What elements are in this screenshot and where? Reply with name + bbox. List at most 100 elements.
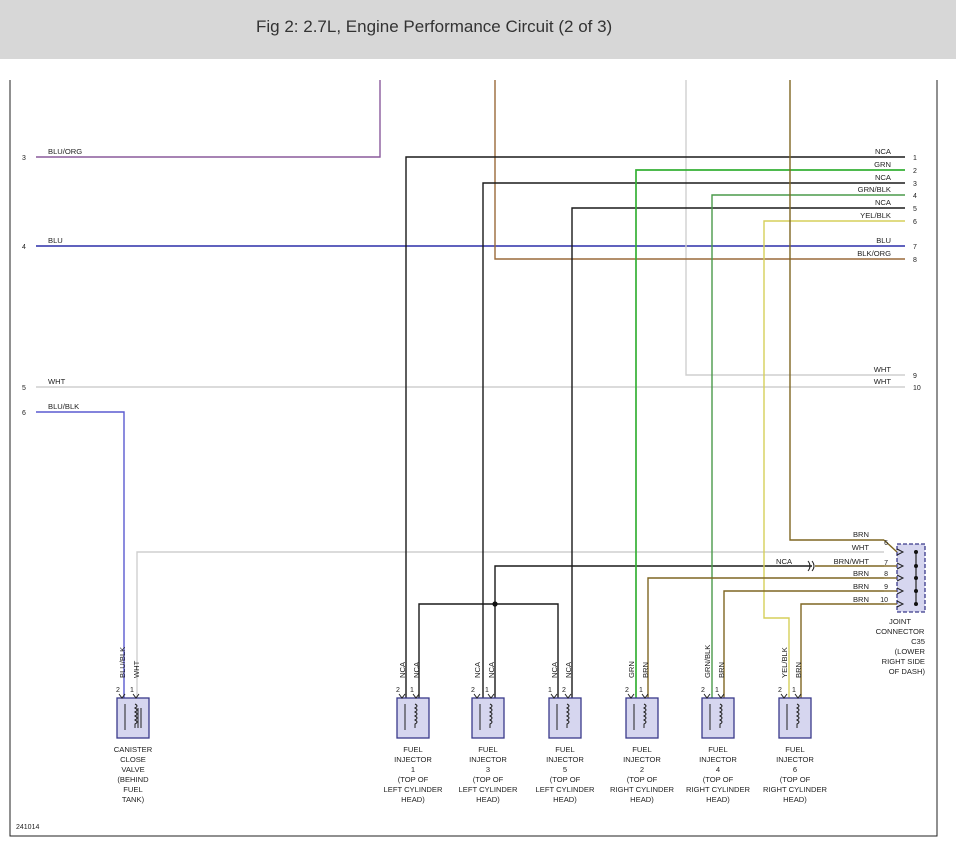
component-pin-chevron — [627, 693, 635, 699]
joint-node — [914, 550, 918, 554]
component-caption-line: LEFT CYLINDER — [536, 785, 595, 794]
component-pin-number: 2 — [778, 687, 782, 694]
wire-brn-10 — [800, 603, 884, 698]
component-wire-label: WHT — [132, 660, 141, 678]
component-wire-label: BRN — [641, 662, 650, 678]
component-wire-label: BRN — [717, 662, 726, 678]
joint-pin-chevron — [896, 548, 905, 556]
component-caption-line: 5 — [563, 765, 567, 774]
component-pin-number: 2 — [116, 687, 120, 694]
component-pin-number: 1 — [410, 687, 414, 694]
joint-pin-lead — [883, 539, 898, 553]
component-caption-line: RIGHT CYLINDER — [686, 785, 751, 794]
component-pin-number: 2 — [701, 687, 705, 694]
component-pin-chevron — [398, 693, 406, 699]
wire-grn-blk — [711, 194, 905, 698]
component-pin-chevron — [118, 693, 126, 699]
right-wire-label: GRN/BLK — [858, 185, 891, 194]
joint-node — [914, 589, 918, 593]
joint-pin-chevron — [896, 600, 905, 608]
joint-wire-label: BRN/WHT — [834, 557, 870, 566]
left-pin-6: 6 — [22, 410, 26, 417]
wire-nca-5 — [571, 207, 905, 698]
component-pin-number: 2 — [562, 687, 566, 694]
joint-pin-9: 9 — [884, 584, 888, 591]
component-pin-number: 1 — [548, 687, 552, 694]
component-wire-label: NCA — [398, 661, 407, 678]
wire-blu-org — [36, 80, 381, 158]
wire-grn — [635, 169, 905, 698]
component-caption-line: 1 — [411, 765, 415, 774]
component-pin-number: 1 — [792, 687, 796, 694]
right-pin-6: 6 — [913, 219, 917, 226]
component-pin-number: 2 — [396, 687, 400, 694]
component-wire-label: GRN — [627, 661, 636, 678]
left-pin-3: 3 — [22, 155, 26, 162]
right-wire-label: NCA — [875, 147, 892, 156]
left-wire-label: BLU/BLK — [48, 402, 79, 411]
joint-caption-line: OF DASH) — [889, 667, 926, 676]
component-caption-line: INJECTOR — [394, 755, 432, 764]
figure-id: 241014 — [16, 824, 39, 831]
component-pin-number: 1 — [485, 687, 489, 694]
joint-caption-line: C35 — [911, 637, 925, 646]
fuel-injector — [778, 697, 812, 739]
component-caption-line: FUEL — [632, 745, 651, 754]
joint-caption-line: (LOWER — [895, 647, 926, 656]
component-caption-line: VALVE — [121, 765, 144, 774]
diagram-frame — [9, 80, 938, 837]
coil-symbol — [709, 703, 723, 730]
wire-wht-canister — [136, 551, 884, 698]
component-wire-label: BRN — [794, 662, 803, 678]
left-wire-label: BLU/ORG — [48, 147, 82, 156]
joint-pin-chevron — [896, 562, 905, 570]
joint-pin-7: 7 — [884, 560, 888, 567]
wires-layer — [9, 80, 938, 837]
component-pin-chevron — [703, 693, 711, 699]
joint-pin-chevron — [896, 574, 905, 582]
component-wire-label: NCA — [564, 661, 573, 678]
wire-wht-9 — [685, 80, 905, 376]
component-caption-line: 6 — [793, 765, 797, 774]
right-pin-2: 2 — [913, 168, 917, 175]
component-caption-line: FUEL — [555, 745, 574, 754]
right-pin-1: 1 — [913, 155, 917, 162]
joint-node — [914, 576, 918, 580]
left-wire-label: BLU — [48, 236, 63, 245]
right-wire-label: BLU — [876, 236, 891, 245]
components-layer — [116, 539, 926, 739]
component-caption-line: LEFT CYLINDER — [459, 785, 518, 794]
component-wire-label: GRN/BLK — [703, 645, 712, 678]
component-caption-line: HEAD) — [630, 795, 654, 804]
figure-header: Fig 2: 2.7L, Engine Performance Circuit … — [0, 0, 956, 59]
component-caption-line: INJECTOR — [469, 755, 507, 764]
joint-caption-line: CONNECTOR — [876, 627, 925, 636]
component-pin-number: 2 — [625, 687, 629, 694]
right-wire-label: NCA — [875, 173, 892, 182]
component-pin-number: 2 — [471, 687, 475, 694]
joint-node — [914, 564, 918, 568]
joint-pin-chevron — [896, 587, 905, 595]
component-caption-line: LEFT CYLINDER — [384, 785, 443, 794]
component-caption-line: 3 — [486, 765, 490, 774]
left-pin-5: 5 — [22, 385, 26, 392]
component-caption-line: (TOP OF — [703, 775, 734, 784]
joint-caption-line: JOINT — [889, 617, 911, 626]
wire-nca-3 — [482, 182, 905, 698]
right-pin-3: 3 — [913, 181, 917, 188]
wire-brn-9 — [723, 590, 884, 698]
wire-nca-1 — [405, 156, 905, 698]
wire-blu-blk — [36, 411, 125, 698]
component-caption-line: INJECTOR — [699, 755, 737, 764]
component-caption-line: (TOP OF — [780, 775, 811, 784]
component-caption-line: FUEL — [123, 785, 142, 794]
figure-title: Fig 2: 2.7L, Engine Performance Circuit … — [256, 17, 613, 36]
component-caption-line: RIGHT CYLINDER — [763, 785, 828, 794]
wire-nca-shared — [418, 603, 559, 698]
coil-symbol — [124, 703, 138, 730]
canister-close-valve — [116, 697, 150, 739]
component-caption-line: (BEHIND — [117, 775, 149, 784]
component-caption-line: RIGHT CYLINDER — [610, 785, 675, 794]
fuel-injector — [548, 697, 582, 739]
